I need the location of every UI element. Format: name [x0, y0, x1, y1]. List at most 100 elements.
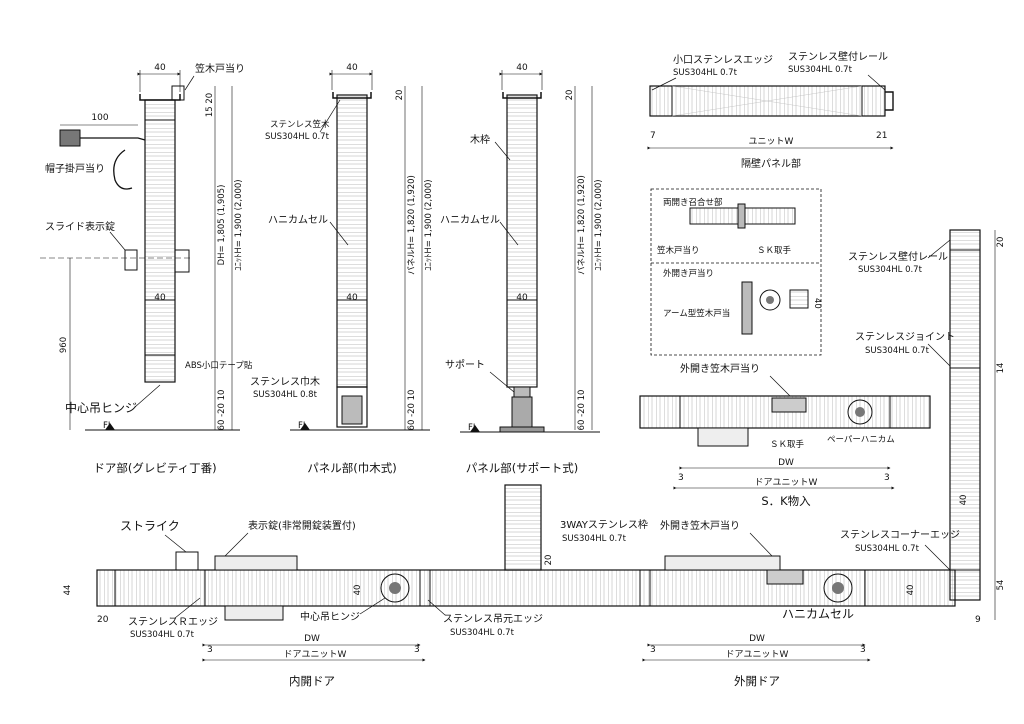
partition-panel-section: 小口ステンレスエッジ SUS304HL 0.7t ステンレス壁付レール SUS3… [647, 50, 894, 170]
plan-hang: ステンレス吊元エッジ [443, 613, 543, 625]
sk-sk-label: ＳＫ取手 [770, 439, 805, 450]
plan-dim-20b: 20 [544, 555, 554, 566]
right-rail-spec: SUS304HL 0.7t [858, 265, 923, 275]
partition-rail-spec: SUS304HL 0.7t [788, 65, 853, 75]
plan-honeycomb: ハニカムセル [782, 607, 854, 621]
panel-base-dim-top: 20 [395, 90, 405, 101]
partition-edge-spec: SUS304HL 0.7t [673, 68, 738, 78]
door-callout-abs: ABS小口テープ貼 [185, 360, 253, 371]
door-callout-slide: スライド表示錠 [45, 220, 115, 233]
detail-box: 両開き召合せ部 笠木戸当り ＳＫ取手 外開き戸当り アーム型笠木戸当 40 [650, 188, 822, 356]
plan-out-label: 外開き笠木戸当り [660, 519, 740, 532]
panel-support-dim-unit: ﾕﾆｯﾄH= 1,900 (2,000) [594, 179, 604, 270]
partition-edge-label: 小口ステンレスエッジ [673, 54, 773, 66]
door-dim-unit: ﾕﾆｯﾄH= 1,900 (2,000) [234, 179, 244, 270]
door-caption: ドア部(グレビティ丁番) [93, 461, 216, 475]
door-dim-handle: 100 [91, 113, 108, 123]
door-callout-hinge: 中心吊ヒンジ [65, 400, 137, 415]
door-dim-width: 40 [154, 63, 166, 73]
plan-unit2: ドアユニットW [726, 650, 789, 660]
partition-caption: 隔壁パネル部 [741, 157, 801, 170]
right-corner-spec: SUS304HL 0.7t [855, 544, 920, 554]
plan-d3-d: 3 [860, 645, 866, 655]
right-rail-label: ステンレス壁付レール [848, 250, 948, 263]
plan-dim-44: 44 [63, 585, 73, 596]
right-dim-54: 54 [996, 580, 1006, 591]
plan-dim-40a: 40 [353, 585, 363, 596]
detail-dim-40: 40 [812, 298, 822, 309]
partition-unit-w: ユニットW [749, 137, 794, 147]
panel-support-dim-mid: 40 [516, 293, 528, 303]
plan-threeway-spec: SUS304HL 0.7t [562, 534, 627, 544]
plan-r-edge: ステンレスＲエッジ [128, 617, 218, 628]
detail-arm: アーム型笠木戸当 [663, 308, 730, 319]
panel-support-callout-frame: 木枠 [470, 133, 490, 146]
sk-out-label: 外開き笠木戸当り [680, 362, 760, 375]
door-dim-bottom: 60 -20 10 [217, 390, 227, 431]
right-dim-20: 20 [996, 237, 1006, 248]
panel-base-dim-unit: ﾕﾆｯﾄH= 1,900 (2,000) [424, 179, 434, 270]
right-dim-40: 40 [959, 495, 969, 506]
panel-base-fl: FL [298, 421, 308, 431]
panel-base-dim-width: 40 [346, 63, 358, 73]
plan-section: ストライク 表示錠(非常開錠装置付) 3WAYステンレス枠 SUS304HL 0… [63, 484, 956, 688]
sk-caption: S．K物入 [761, 494, 811, 508]
detail-kasagi: 笠木戸当り [657, 245, 700, 256]
panel-support-dim-height: パネルH= 1,820 (1,920) [577, 175, 587, 275]
detail-out-title: 外開き戸当り [663, 268, 714, 279]
panel-support-dim-width: 40 [516, 63, 528, 73]
panel-base-callout-kasagi-spec: SUS304HL 0.7t [265, 132, 330, 142]
plan-dw2: DW [749, 634, 765, 644]
detail-sk: ＳＫ取手 [757, 245, 792, 256]
door-callout-kasagi: 笠木戸当り [195, 62, 245, 75]
plan-d3-b: 3 [414, 645, 420, 655]
partition-rail-label: ステンレス壁付レール [788, 50, 888, 63]
panel-support-section: 40 40 20 パネルH= 1,820 (1,920) ﾕﾆｯﾄH= 1,90… [440, 63, 604, 475]
plan-d3-c: 3 [650, 645, 656, 655]
door-fl: FL [103, 421, 113, 431]
panel-base-caption: パネル部(巾木式) [307, 461, 396, 475]
plan-d3-a: 3 [207, 645, 213, 655]
plan-caption-out: 外開ドア [734, 674, 780, 688]
sk-d3a: 3 [678, 473, 684, 483]
plan-strike: ストライク [120, 519, 180, 533]
plan-hinge: 中心吊ヒンジ [300, 610, 360, 623]
partition-dim-right: 21 [876, 131, 887, 141]
sk-d3b: 3 [884, 473, 890, 483]
door-dim-960: 960 [59, 337, 69, 353]
plan-unit1: ドアユニットW [284, 650, 347, 660]
right-dim-9: 9 [975, 615, 981, 625]
panel-base-callout-honeycomb: ハニカムセル [268, 214, 328, 226]
panel-support-fl: FL [468, 423, 478, 433]
panel-support-callout-honeycomb: ハニカムセル [440, 214, 500, 226]
door-dim-mid: 40 [154, 293, 166, 303]
sk-insert-section: 外開き笠木戸当り ＳＫ取手 ペーパーハニカム DW ドアユニットW 3 3 S．… [639, 362, 931, 508]
sk-paper-label: ペーパーハニカム [827, 435, 895, 445]
detail-double-title: 両開き召合せ部 [663, 197, 723, 208]
panel-base-callout-kasagi: ステンレス笠木 [270, 119, 330, 130]
right-wall-section: ステンレス壁付レール SUS304HL 0.7t ステンレスジョイント SUS3… [840, 229, 1006, 625]
plan-hang-spec: SUS304HL 0.7t [450, 628, 515, 638]
partition-dim-left: 7 [650, 131, 656, 141]
panel-base-section: 40 40 20 パネルH= 1,820 (1,920) ﾕﾆｯﾄH= 1,90… [250, 63, 434, 475]
panel-support-dim-top: 20 [565, 90, 575, 101]
plan-indicator: 表示錠(非常開錠装置付) [248, 519, 356, 532]
plan-dw1: DW [304, 634, 320, 644]
plan-threeway: 3WAYステンレス枠 [560, 518, 648, 531]
panel-base-dim-mid: 40 [346, 293, 358, 303]
plan-caption-in: 内開ドア [289, 674, 335, 688]
panel-support-caption: パネル部(サポート式) [466, 461, 578, 475]
right-dim-14: 14 [996, 363, 1006, 374]
panel-support-dim-bottom: 60 -20 10 [577, 390, 587, 431]
right-joint-label: ステンレスジョイント [855, 332, 955, 343]
panel-support-callout-support: サポート [445, 359, 485, 371]
plan-r-edge-spec: SUS304HL 0.7t [130, 630, 195, 640]
plan-dim-40b: 40 [906, 585, 916, 596]
panel-base-callout-baseboard: ステンレス巾木 [250, 375, 320, 388]
sk-unit: ドアユニットW [755, 478, 818, 488]
plan-dim-20: 20 [97, 615, 109, 625]
door-dim-top: 15 20 [205, 93, 215, 117]
panel-base-dim-height: パネルH= 1,820 (1,920) [407, 175, 417, 275]
right-corner-label: ステンレスコーナーエッジ [840, 529, 960, 541]
